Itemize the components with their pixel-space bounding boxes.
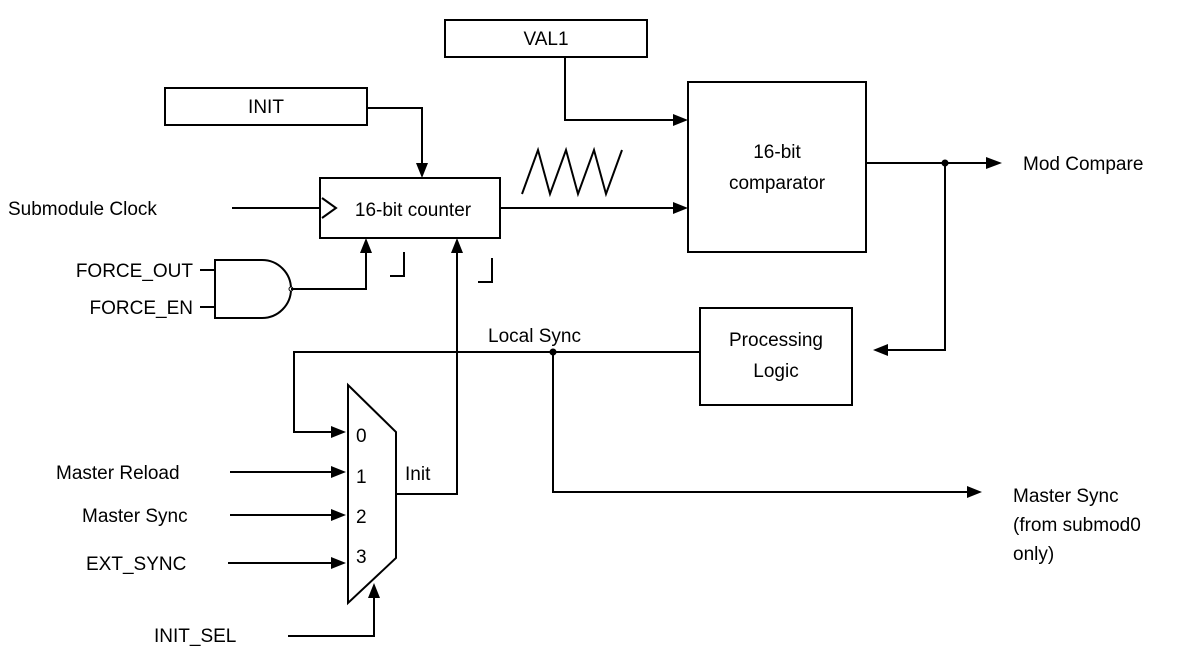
force-step-icon bbox=[390, 252, 405, 277]
master-sync-in-arrowhead bbox=[331, 509, 346, 521]
clock-input-marker bbox=[321, 197, 338, 219]
mux-input-0-label: 0 bbox=[356, 426, 367, 447]
compare-to-processing-wire bbox=[886, 163, 946, 351]
ext-sync-arrowhead bbox=[331, 557, 346, 569]
mux-input-2-label: 2 bbox=[356, 507, 367, 528]
processing-label-line1: Processing bbox=[729, 330, 823, 351]
init-to-counter-wire bbox=[367, 107, 423, 166]
init-step-icon bbox=[478, 258, 493, 283]
master-sync-out-line2: (from submod0 bbox=[1013, 515, 1141, 536]
init-select-mux bbox=[347, 382, 397, 606]
counter-output-arrowhead bbox=[673, 202, 688, 214]
ext-sync-label: EXT_SYNC bbox=[86, 554, 186, 575]
local-sync-wire bbox=[293, 351, 700, 433]
mod-compare-label: Mod Compare bbox=[1023, 154, 1143, 175]
mux-input-3-label: 3 bbox=[356, 547, 367, 568]
submodule-clock-label: Submodule Clock bbox=[8, 199, 157, 220]
master-reload-arrowhead bbox=[331, 466, 346, 478]
val1-block bbox=[444, 19, 648, 58]
force-out-label: FORCE_OUT bbox=[76, 261, 194, 282]
init-label: INIT bbox=[248, 97, 284, 118]
init-arrowhead bbox=[416, 163, 428, 178]
comparator-label-line2: comparator bbox=[729, 173, 826, 194]
init-output-wire bbox=[396, 252, 458, 495]
val1-to-comparator-wire bbox=[564, 57, 676, 121]
init-sel-wire bbox=[288, 597, 375, 637]
init-sel-label: INIT_SEL bbox=[154, 626, 236, 647]
and-gate-icon bbox=[214, 259, 292, 319]
master-sync-out-line3: only) bbox=[1013, 544, 1054, 565]
processing-input-arrowhead bbox=[873, 344, 888, 356]
mod-compare-arrowhead bbox=[986, 157, 1002, 169]
comparator-block bbox=[687, 81, 867, 253]
val1-label: VAL1 bbox=[523, 29, 568, 50]
master-sync-out-arrowhead bbox=[967, 486, 982, 498]
force-to-counter-wire bbox=[291, 252, 367, 290]
master-sync-out-wire bbox=[552, 352, 968, 493]
init-block bbox=[164, 87, 368, 126]
counter-label: 16-bit counter bbox=[355, 200, 472, 221]
comparator-label-line1: 16-bit bbox=[753, 142, 801, 163]
processing-label-line2: Logic bbox=[753, 361, 798, 382]
sawtooth-waveform-icon bbox=[521, 146, 623, 198]
init-output-arrowhead bbox=[451, 238, 463, 253]
force-arrowhead bbox=[360, 238, 372, 253]
master-sync-out-line1: Master Sync bbox=[1013, 486, 1119, 507]
local-sync-label: Local Sync bbox=[488, 326, 581, 347]
master-reload-label: Master Reload bbox=[56, 463, 180, 484]
mux-input0-arrowhead bbox=[331, 426, 346, 438]
master-sync-in-label: Master Sync bbox=[82, 506, 188, 527]
val1-arrowhead bbox=[673, 114, 688, 126]
force-en-label: FORCE_EN bbox=[90, 298, 193, 319]
processing-logic-block bbox=[699, 307, 853, 406]
counter-block bbox=[319, 177, 501, 239]
mux-input-1-label: 1 bbox=[356, 467, 367, 488]
init-output-label: Init bbox=[405, 464, 431, 485]
init-sel-arrowhead bbox=[368, 583, 380, 598]
